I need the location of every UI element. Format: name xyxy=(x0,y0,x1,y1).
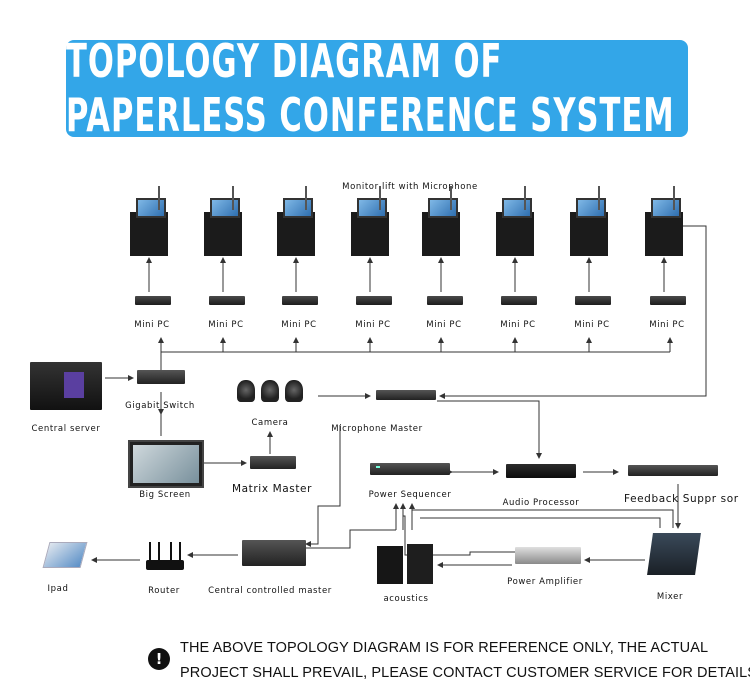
monitor-lift-7 xyxy=(570,212,608,256)
monitor-lift-8 xyxy=(645,212,683,256)
mini-pc-label-7: Mini PC xyxy=(574,320,609,330)
mini-pc-2 xyxy=(209,296,245,305)
audio-processor-label: Audio Processor xyxy=(503,498,580,508)
big-screen-image xyxy=(128,440,204,488)
router-label: Router xyxy=(148,586,180,596)
central-controlled-master-image xyxy=(242,540,306,566)
central-server-image xyxy=(30,362,102,410)
central-server-label: Central server xyxy=(32,424,101,434)
acoustics-label: acoustics xyxy=(383,594,428,604)
mini-pc-3 xyxy=(282,296,318,305)
router-image xyxy=(146,542,184,570)
monitor-lift-6 xyxy=(496,212,534,256)
mini-pc-label-6: Mini PC xyxy=(500,320,535,330)
microphone-master-image xyxy=(376,390,436,400)
speaker-right-image xyxy=(407,544,433,584)
mini-pc-1 xyxy=(135,296,171,305)
monitor-lift-2 xyxy=(204,212,242,256)
camera-image-2 xyxy=(261,380,279,402)
power-amplifier-image xyxy=(515,547,581,564)
mini-pc-5 xyxy=(427,296,463,305)
mini-pc-7 xyxy=(575,296,611,305)
footer-note-line2: PROJECT SHALL PREVAIL, PLEASE CONTACT CU… xyxy=(180,665,750,681)
mini-pc-8 xyxy=(650,296,686,305)
mini-pc-4 xyxy=(356,296,392,305)
mixer-image xyxy=(647,533,701,575)
mini-pc-label-5: Mini PC xyxy=(426,320,461,330)
mini-pc-label-3: Mini PC xyxy=(281,320,316,330)
mini-pc-6 xyxy=(501,296,537,305)
camera-image-3 xyxy=(285,380,303,402)
feedback-suppressor-label: Feedback Suppr sor xyxy=(624,493,739,505)
mini-pc-label-8: Mini PC xyxy=(649,320,684,330)
mini-pc-label-1: Mini PC xyxy=(134,320,169,330)
ipad-label: Ipad xyxy=(48,584,69,594)
power-amplifier-label: Power Amplifier xyxy=(507,577,583,587)
monitor-lift-4 xyxy=(351,212,389,256)
footer-note-line1: THE ABOVE TOPOLOGY DIAGRAM IS FOR REFERE… xyxy=(180,640,708,656)
matrix-master-label: Matrix Master xyxy=(232,483,312,495)
feedback-suppressor-image xyxy=(628,465,718,476)
big-screen-label: Big Screen xyxy=(139,490,191,500)
camera-image-1 xyxy=(237,380,255,402)
exclamation-icon: ! xyxy=(148,648,170,670)
monitor-lift-3 xyxy=(277,212,315,256)
camera-label: Camera xyxy=(252,418,289,428)
power-sequencer-image xyxy=(370,463,450,475)
audio-processor-image xyxy=(506,464,576,478)
mixer-label: Mixer xyxy=(657,592,683,602)
mini-pc-label-2: Mini PC xyxy=(208,320,243,330)
power-sequencer-label: Power Sequencer xyxy=(369,490,452,500)
gigabit-switch-image xyxy=(137,370,185,384)
matrix-master-image xyxy=(250,456,296,469)
microphone-master-label: Microphone Master xyxy=(331,424,422,434)
speaker-left-image xyxy=(377,546,403,584)
monitor-lift-1 xyxy=(130,212,168,256)
mini-pc-label-4: Mini PC xyxy=(355,320,390,330)
ipad-image xyxy=(43,542,88,568)
gigabit-switch-label: Gigabit Switch xyxy=(125,401,195,411)
monitor-lift-5 xyxy=(422,212,460,256)
central-controlled-master-label: Central controlled master xyxy=(208,586,332,596)
monitor-lift-label: Monitor lift with Microphone xyxy=(342,182,478,192)
